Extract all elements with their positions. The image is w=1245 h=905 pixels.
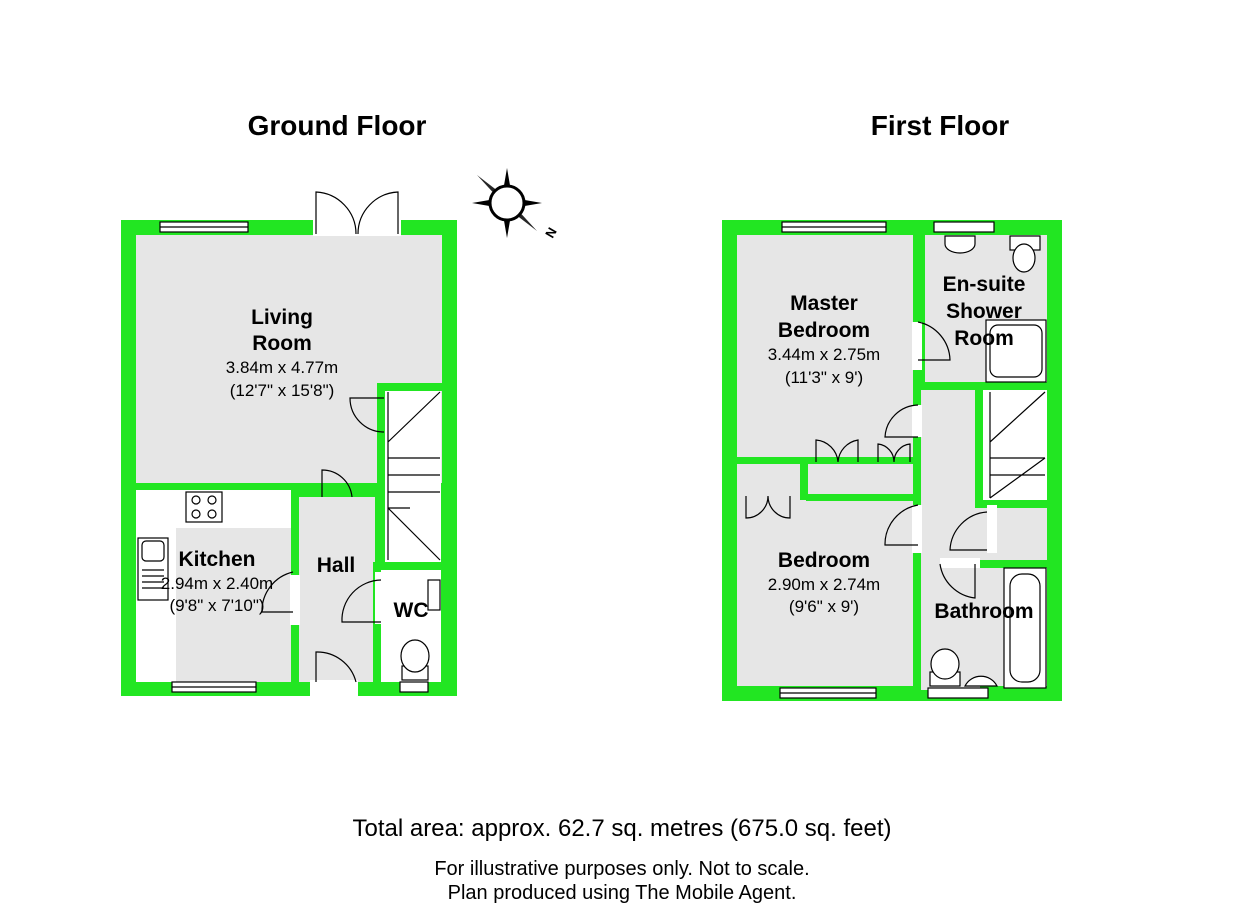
master-bedroom-name-line2: Bedroom bbox=[778, 319, 870, 342]
living-room-name-line2: Room bbox=[252, 332, 312, 355]
bathroom-name: Bathroom bbox=[934, 600, 1033, 623]
ensuite-shower-tray bbox=[985, 319, 1047, 383]
wc-window bbox=[399, 681, 429, 693]
living-room-name-line1: Living bbox=[251, 306, 313, 329]
bedroom-metric: 2.90m x 2.74m bbox=[768, 575, 880, 594]
credit: Plan produced using The Mobile Agent. bbox=[448, 882, 797, 904]
ensuite-name-line3: Room bbox=[954, 327, 1014, 350]
hall-floor bbox=[299, 497, 375, 682]
bathroom-basin bbox=[964, 675, 998, 687]
master-bedroom-imperial: (11'3" x 9') bbox=[785, 368, 863, 387]
kitchen-metric: 2.94m x 2.40m bbox=[161, 574, 273, 593]
living-room-metric: 3.84m x 4.77m bbox=[226, 358, 338, 377]
compass-icon: N bbox=[472, 168, 560, 241]
kitchen-name: Kitchen bbox=[178, 548, 255, 571]
first-floor-title: First Floor bbox=[871, 110, 1010, 141]
wc-name: WC bbox=[394, 599, 429, 622]
ground-staircase bbox=[387, 391, 441, 561]
first-floor-staircase bbox=[983, 390, 1047, 500]
wc-toilet bbox=[400, 639, 430, 681]
living-room-imperial: (12'7" x 15'8") bbox=[230, 381, 335, 400]
ensuite-basin bbox=[944, 235, 976, 254]
disclaimer: For illustrative purposes only. Not to s… bbox=[434, 858, 809, 880]
ensuite-toilet bbox=[1009, 235, 1041, 273]
master-bedroom-metric: 3.44m x 2.75m bbox=[768, 345, 880, 364]
master-bedroom-name-line1: Master bbox=[790, 292, 858, 315]
ground-floor-plan: Living Room 3.84m x 4.77m (12'7" x 15'8"… bbox=[121, 191, 457, 697]
bedroom-imperial: (9'6" x 9') bbox=[789, 597, 859, 616]
master-bedroom-floor bbox=[737, 235, 918, 457]
total-area: Total area: approx. 62.7 sq. metres (675… bbox=[353, 815, 892, 842]
kitchen-sink bbox=[137, 537, 169, 601]
ensuite-window bbox=[933, 221, 995, 233]
ground-stairs bbox=[384, 390, 441, 562]
bedroom-name: Bedroom bbox=[778, 549, 870, 572]
bathroom-window bbox=[927, 687, 989, 699]
first-floor-plan: Master Bedroom 3.44m x 2.75m (11'3" x 9'… bbox=[722, 220, 1062, 701]
living-room-french-doors bbox=[315, 191, 399, 235]
bathroom-toilet bbox=[929, 648, 961, 687]
compass-north-label: N bbox=[542, 225, 560, 241]
bathroom-bath bbox=[1003, 567, 1047, 689]
ensuite-name-line1: En-suite bbox=[943, 273, 1026, 296]
hall-name: Hall bbox=[317, 554, 356, 577]
ground-floor-title: Ground Floor bbox=[248, 110, 427, 141]
ensuite-name-line2: Shower bbox=[946, 300, 1022, 323]
kitchen-imperial: (9'8" x 7'10") bbox=[169, 596, 264, 615]
kitchen-hob bbox=[185, 491, 223, 523]
wc-basin bbox=[427, 579, 441, 611]
